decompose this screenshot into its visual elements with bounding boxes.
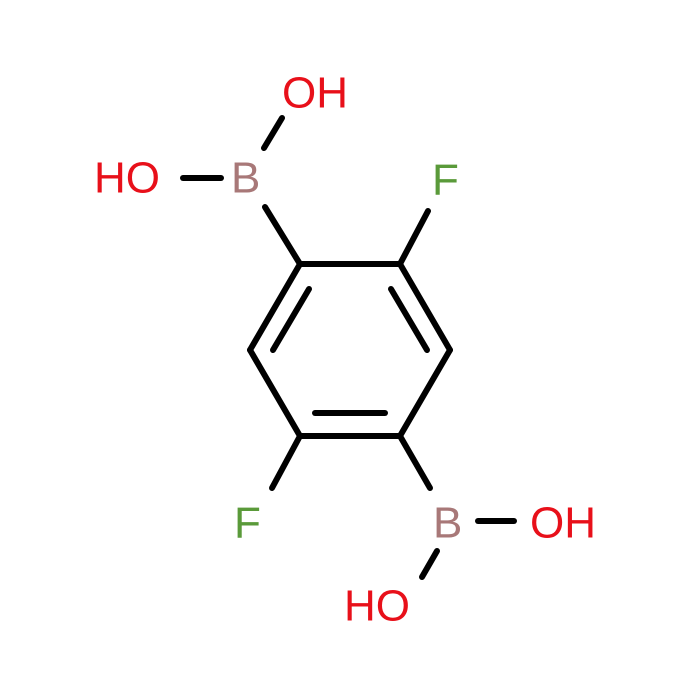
atom-label-b-top: B <box>231 154 260 203</box>
bond-inner-double-top-left <box>270 286 312 353</box>
bond-c2-f-top <box>397 208 431 267</box>
bond-ring-c6-c1 <box>247 261 303 353</box>
bond-c4-b-bottom <box>397 433 433 491</box>
bond-ring-c5-c6 <box>247 347 303 439</box>
atom-label-f-bottom: F <box>234 499 261 548</box>
bond-inner-double-right <box>388 286 430 353</box>
bond-ring-c3-c4 <box>397 347 453 439</box>
bond-b-bottom-ho <box>419 548 440 580</box>
atom-label-ho-bottom: HO <box>344 582 410 631</box>
atom-label-ho-left: HO <box>94 154 160 203</box>
bond-c5-f-bottom <box>269 433 303 491</box>
atom-label-f-top: F <box>432 156 459 205</box>
atom-label-b-bottom: B <box>433 499 462 548</box>
atom-label-oh-right: OH <box>530 499 596 548</box>
bond-b-top-oh <box>261 115 285 151</box>
bond-ring-c2-c3 <box>397 261 453 353</box>
bond-c1-b-top <box>262 204 303 267</box>
atom-label-oh-top: OH <box>282 69 348 118</box>
